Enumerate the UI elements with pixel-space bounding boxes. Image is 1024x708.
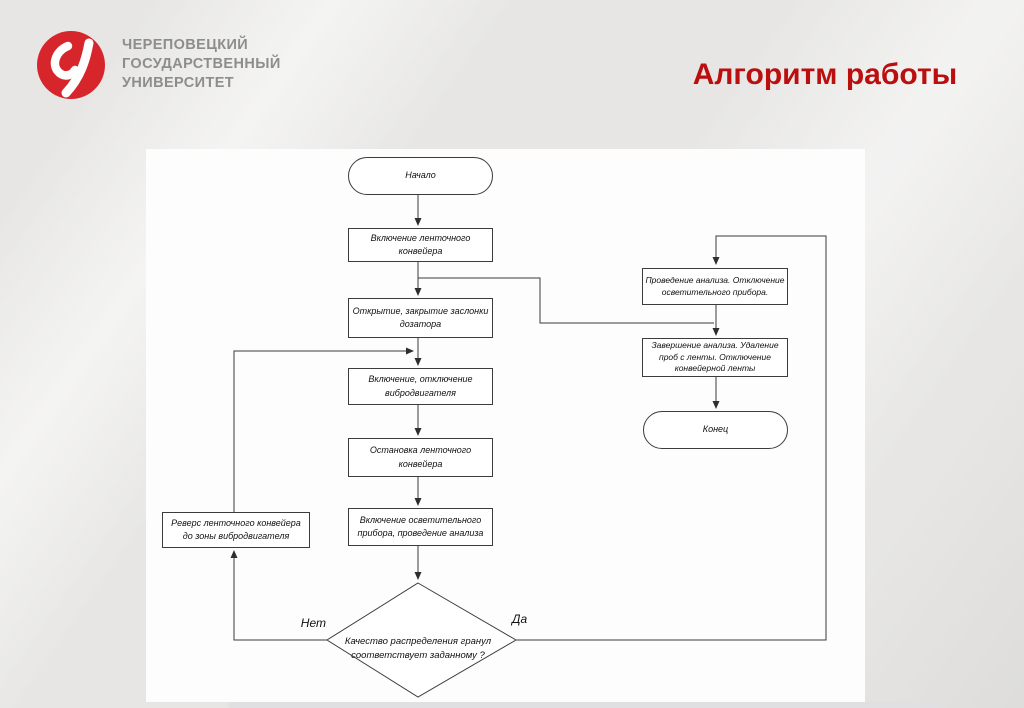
bottom-strip bbox=[228, 702, 940, 708]
node-vibro-motor-label: Включение, отключение вибродвигателя bbox=[368, 374, 473, 398]
node-doser-gate-label: Открытие, закрытие заслонки дозатора bbox=[352, 305, 489, 329]
decision-yes-label: Да bbox=[512, 612, 528, 626]
node-light-analysis-label: Включение осветительного прибора, провед… bbox=[357, 514, 484, 538]
node-reverse-belt-label: Реверс ленточного конвейера до зоны вибр… bbox=[171, 517, 301, 541]
logo-mark-icon bbox=[50, 38, 94, 98]
flowchart-node-finish-analysis: Завершение анализа. Удаление проб с лент… bbox=[642, 338, 788, 377]
flowchart-node-belt-stop: Остановка ленточного конвейера bbox=[348, 438, 493, 477]
node-run-analysis-label: Проведение анализа. Отключение осветител… bbox=[645, 274, 785, 297]
flowchart-node-light-analysis: Включение осветительного прибора, провед… bbox=[348, 508, 493, 546]
university-logo bbox=[37, 31, 105, 99]
flowchart-node-run-analysis: Проведение анализа. Отключение осветител… bbox=[642, 268, 788, 305]
node-finish-analysis-label: Завершение анализа. Удаление проб с лент… bbox=[651, 339, 779, 374]
flowchart-node-reverse-belt: Реверс ленточного конвейера до зоны вибр… bbox=[162, 512, 310, 548]
node-belt-stop-label: Остановка ленточного конвейера bbox=[369, 445, 472, 469]
flowchart-node-vibro-motor: Включение, отключение вибродвигателя bbox=[348, 368, 493, 405]
node-end-label: Конец bbox=[702, 424, 729, 435]
flowchart-node-quality-check: Качество распределения гранул соответств… bbox=[336, 616, 500, 682]
university-name: ЧЕРЕПОВЕЦКИЙ ГОСУДАРСТВЕННЫЙ УНИВЕРСИТЕТ bbox=[122, 36, 342, 93]
decision-no-label: Нет bbox=[300, 616, 326, 630]
node-quality-check-label: Качество распределения гранул соответств… bbox=[344, 635, 492, 661]
flowchart-node-belt-on: Включение ленточного конвейера bbox=[348, 228, 493, 262]
flowchart-node-start: Начало bbox=[348, 157, 493, 195]
university-name-line1: ЧЕРЕПОВЕЦКИЙ bbox=[122, 37, 249, 53]
slide-title: Алгоритм работы bbox=[692, 58, 958, 91]
node-belt-on-label: Включение ленточного конвейера bbox=[370, 232, 471, 256]
node-start-label: Начало bbox=[405, 170, 436, 181]
university-name-line2: ГОСУДАРСТВЕННЫЙ bbox=[122, 56, 281, 72]
university-name-line3: УНИВЕРСИТЕТ bbox=[122, 75, 235, 91]
flowchart-node-doser-gate: Открытие, закрытие заслонки дозатора bbox=[348, 298, 493, 338]
flowchart-node-end: Конец bbox=[643, 411, 788, 449]
